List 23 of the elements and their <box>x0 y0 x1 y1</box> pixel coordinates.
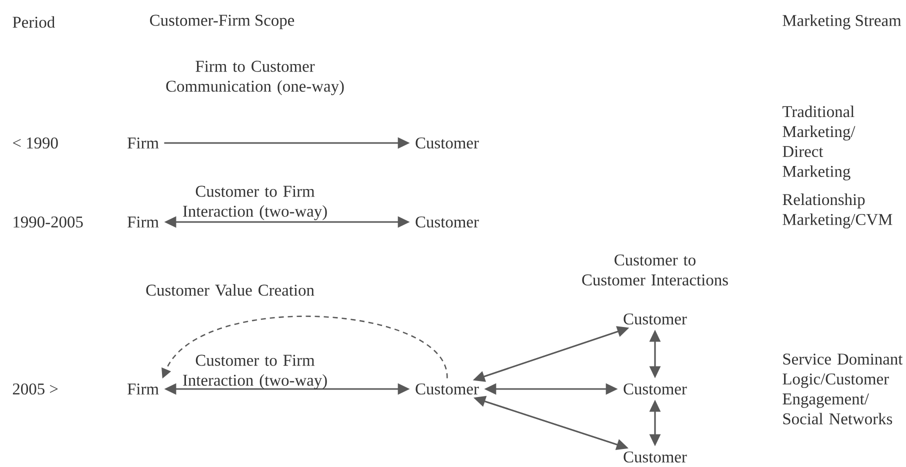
edge-label: Customer Value Creation <box>146 284 314 296</box>
node-label: Customer <box>624 383 687 394</box>
text-label: 2005 > <box>12 383 58 395</box>
text-label: Relationship Marketing/CVM <box>782 194 892 228</box>
node-label: Customer <box>416 383 479 394</box>
edge-label: Customer to Firm Interaction (two-way) <box>183 354 327 390</box>
node-label: Firm <box>128 216 159 228</box>
node-label: Customer <box>624 313 687 324</box>
text-label: Customer-Firm Scope <box>150 14 294 30</box>
text-label: Service Dominant Logic/Customer Engagement/ Social Networks <box>782 354 903 424</box>
node-label: Customer <box>416 216 479 228</box>
node-label: Customer <box>624 451 687 462</box>
edge-label: Customer to Firm Interaction (two-way) <box>183 186 327 220</box>
text-label: < 1990 <box>13 137 58 149</box>
node-label: Customer <box>416 137 479 148</box>
node-label: Firm <box>128 138 159 148</box>
text-label: Period <box>12 16 55 28</box>
edge-label: Firm to Customer Communication (one-way) <box>166 60 344 96</box>
text-label: Customer to Customer Interactions <box>582 254 728 286</box>
text-label: 1990-2005 <box>14 216 83 228</box>
text-label: Traditional Marketing/ Direct Marketing <box>782 106 856 180</box>
text-label: Marketing Stream <box>782 14 902 30</box>
node-label: Firm <box>128 384 159 394</box>
